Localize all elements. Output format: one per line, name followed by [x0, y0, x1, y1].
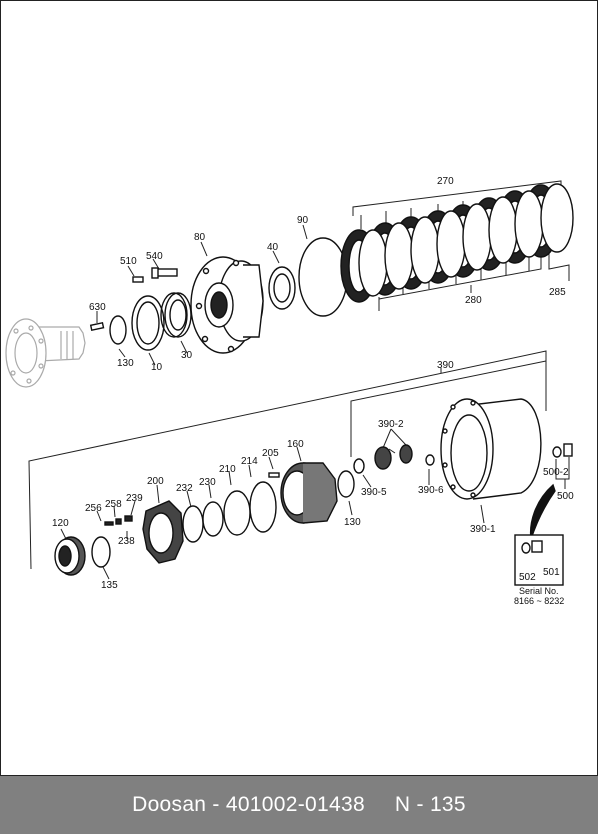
- serial-title: Serial No.: [519, 586, 559, 596]
- label-238: 238: [118, 536, 135, 547]
- ring-214-icon: [249, 481, 277, 533]
- label-160: 160: [287, 439, 304, 450]
- label-630: 630: [89, 302, 106, 313]
- label-256: 256: [85, 503, 102, 514]
- label-239: 239: [126, 493, 143, 504]
- label-130-lower: 130: [344, 517, 361, 528]
- label-280: 280: [465, 295, 482, 306]
- label-135: 135: [101, 580, 118, 591]
- label-501: 501: [543, 567, 560, 578]
- label-285: 285: [549, 287, 566, 298]
- label-232: 232: [176, 483, 193, 494]
- bearing-40-icon: [268, 266, 296, 310]
- pin-205-icon: [268, 472, 280, 478]
- ring-390-5-icon: [353, 458, 365, 474]
- detail-arrow-icon: [529, 483, 556, 540]
- clutch-plate-pack: [340, 183, 574, 303]
- label-270: 270: [437, 176, 454, 187]
- label-510: 510: [120, 256, 137, 267]
- label-258: 258: [105, 499, 122, 510]
- diagram-frame: 270 280 285 90 80 40 510 540 630 130 10 …: [0, 0, 598, 776]
- ring-130-icon: [337, 470, 355, 498]
- ring-gear-160-icon: [280, 462, 338, 524]
- ring-135-icon: [91, 536, 111, 568]
- carrier-200-icon: [142, 500, 184, 564]
- ring-230-icon: [202, 501, 224, 537]
- serial-range: 8166 ~ 8232: [514, 596, 564, 606]
- label-390-6: 390-6: [418, 485, 444, 496]
- label-30: 30: [181, 350, 193, 361]
- housing-390-1-icon: [440, 398, 542, 500]
- bearing-30-icon: [160, 292, 192, 338]
- label-80: 80: [194, 232, 206, 243]
- label-210: 210: [219, 464, 236, 475]
- label-390-5: 390-5: [361, 487, 387, 498]
- gear-390-2-icon: [374, 444, 413, 470]
- label-120: 120: [52, 518, 69, 529]
- washer-390-6-icon: [425, 454, 435, 466]
- footer-part-number: Doosan - 401002-01438: [132, 793, 365, 816]
- label-502: 502: [519, 572, 536, 583]
- plug-502-501-icon: [521, 540, 543, 554]
- hub-80-icon: [190, 256, 264, 354]
- gear-120-icon: [54, 536, 86, 576]
- label-390-2: 390-2: [378, 419, 404, 430]
- label-205: 205: [262, 448, 279, 459]
- label-390-1: 390-1: [470, 524, 496, 535]
- o-ring-130-icon: [109, 315, 127, 345]
- footer-bar: Doosan - 401002-01438 N - 135: [0, 776, 598, 834]
- label-230: 230: [199, 477, 216, 488]
- label-40: 40: [267, 242, 279, 253]
- label-90: 90: [297, 215, 309, 226]
- label-214: 214: [241, 456, 258, 467]
- bolt-540-icon: [151, 267, 178, 279]
- plug-500-icon: [552, 443, 573, 458]
- exploded-parts-diagram: 270 280 285 90 80 40 510 540 630 130 10 …: [5, 176, 574, 606]
- label-500: 500: [557, 491, 574, 502]
- pins-256-258-239-icon: [104, 515, 133, 526]
- label-10: 10: [151, 362, 163, 373]
- footer-page-code: N - 135: [394, 793, 466, 816]
- label-390: 390: [437, 360, 454, 371]
- label-130-upper: 130: [117, 358, 134, 369]
- bolt-630-icon: [89, 321, 105, 332]
- label-500-2: 500-2: [543, 467, 569, 478]
- seal-10-icon: [131, 295, 165, 351]
- label-540: 540: [146, 251, 163, 262]
- output-shaft: [5, 318, 86, 388]
- o-ring-90-icon: [298, 237, 348, 317]
- label-200: 200: [147, 476, 164, 487]
- ring-232-icon: [182, 505, 204, 543]
- ring-210-icon: [223, 490, 251, 536]
- part-labels: 270 280 285 90 80 40 510 540 630 130 10 …: [52, 176, 574, 606]
- bolt-510-icon: [132, 276, 144, 283]
